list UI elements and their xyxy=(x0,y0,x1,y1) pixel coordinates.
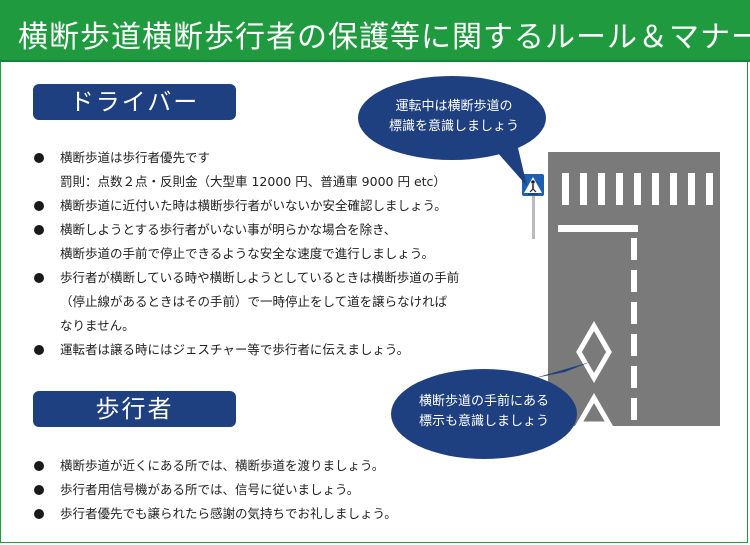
driver-rule-item-text: なりません。 xyxy=(60,318,135,333)
bottom-bubble-line-1: 横断歩道の手前にある xyxy=(418,394,549,409)
driver-rule-item-4-line-3: なりません。 xyxy=(30,314,459,338)
driver-rule-item-1: 横断歩道は歩行者優先です xyxy=(30,146,459,170)
driver-rule-item-3: 横断しようとする歩行者がいない事が明らかな場合を除き、 xyxy=(30,218,459,242)
bullet-icon xyxy=(34,461,44,471)
crosswalk-stripes xyxy=(562,173,713,205)
center-dashed-line xyxy=(631,238,637,420)
pedestrian-rule-item-text: 歩行者用信号機がある所では、信号に従いましょう。 xyxy=(60,482,360,497)
bottom-speech-bubble xyxy=(391,362,590,459)
driver-rule-item-text: 横断しようとする歩行者がいない事が明らかな場合を除き、 xyxy=(60,222,397,237)
bullet-icon xyxy=(34,345,44,355)
driver-rule-item-text: 罰則：点数２点・反則金（大型車 12000 円、普通車 9000 円 etc） xyxy=(60,174,446,189)
driver-rule-item-text: 運転者は譲る時にはジェスチャー等で歩行者に伝えましょう。 xyxy=(60,342,410,357)
driver-rule-item-2: 横断歩道に近付いた時は横断歩行者がいないか安全確認しましょう。 xyxy=(30,194,459,218)
driver-rule-item-5: 運転者は譲る時にはジェスチャー等で歩行者に伝えましょう。 xyxy=(30,338,459,362)
pedestrian-rule-item-1: 横断歩道が近くにある所では、横断歩道を渡りましょう。 xyxy=(30,454,397,478)
pedestrian-rule-item-text: 歩行者優先でも譲られたら感謝の気持ちでお礼しましょう。 xyxy=(60,506,397,521)
driver-rule-item-1-line-2: 罰則：点数２点・反則金（大型車 12000 円、普通車 9000 円 etc） xyxy=(30,170,459,194)
stop-line xyxy=(558,225,638,232)
driver-rule-item-text: 横断歩道に近付いた時は横断歩行者がいないか安全確認しましょう。 xyxy=(60,198,447,213)
driver-rule-item-text: 歩行者が横断している時や横断しようとしているときは横断歩道の手前 xyxy=(60,270,460,285)
top-bubble-line-1: 運転中は横断歩道の xyxy=(395,99,513,114)
driver-rule-item-4-line-2: （停止線があるときはその手前）で一時停止をして道を譲らなければ xyxy=(30,290,459,314)
driver-rule-item-text: 横断歩道は歩行者優先です xyxy=(60,150,211,165)
bullet-icon xyxy=(34,225,44,235)
title-bar: 横断歩道横断歩行者の保護等に関するルール＆マナー xyxy=(0,0,750,62)
pedestrian-section-label: 歩行者 xyxy=(33,391,236,427)
pedestrian-rules-list: 横断歩道が近くにある所では、横断歩道を渡りましょう。歩行者用信号機がある所では、… xyxy=(30,454,397,526)
driver-rules-list: 横断歩道は歩行者優先です罰則：点数２点・反則金（大型車 12000 円、普通車 … xyxy=(30,146,459,362)
bullet-icon xyxy=(34,485,44,495)
top-bubble-line-2: 標識を意識しましょう xyxy=(388,119,519,134)
pedestrian-rule-item-2: 歩行者用信号機がある所では、信号に従いましょう。 xyxy=(30,478,397,502)
top-bubble-text: 運転中は横断歩道の 標識を意識しましょう xyxy=(384,97,524,137)
bullet-icon xyxy=(34,153,44,163)
bullet-icon xyxy=(34,201,44,211)
crosswalk-sign-icon xyxy=(522,174,544,239)
driver-rule-item-text: （停止線があるときはその手前）で一時停止をして道を譲らなければ xyxy=(60,294,448,309)
driver-rule-item-3-line-2: 横断歩道の手前で停止できるような安全な速度で進行しましょう。 xyxy=(30,242,459,266)
bottom-bubble-text: 横断歩道の手前にある 標示も意識しましょう xyxy=(412,392,556,432)
page-title: 横断歩道横断歩行者の保護等に関するルール＆マナー xyxy=(18,20,750,55)
pedestrian-rule-item-3: 歩行者優先でも譲られたら感謝の気持ちでお礼しましょう。 xyxy=(30,502,397,526)
driver-section-label: ドライバー xyxy=(33,84,236,120)
driver-rule-item-4: 歩行者が横断している時や横断しようとしているときは横断歩道の手前 xyxy=(30,266,459,290)
bullet-icon xyxy=(34,509,44,519)
diamond-marking-icon xyxy=(574,320,614,427)
bullet-icon xyxy=(34,273,44,283)
driver-rule-item-text: 横断歩道の手前で停止できるような安全な速度で進行しましょう。 xyxy=(60,246,435,261)
top-speech-bubble xyxy=(358,76,546,186)
bottom-bubble-line-2: 標示も意識しましょう xyxy=(418,414,549,429)
pedestrian-rule-item-text: 横断歩道が近くにある所では、横断歩道を渡りましょう。 xyxy=(60,458,385,473)
